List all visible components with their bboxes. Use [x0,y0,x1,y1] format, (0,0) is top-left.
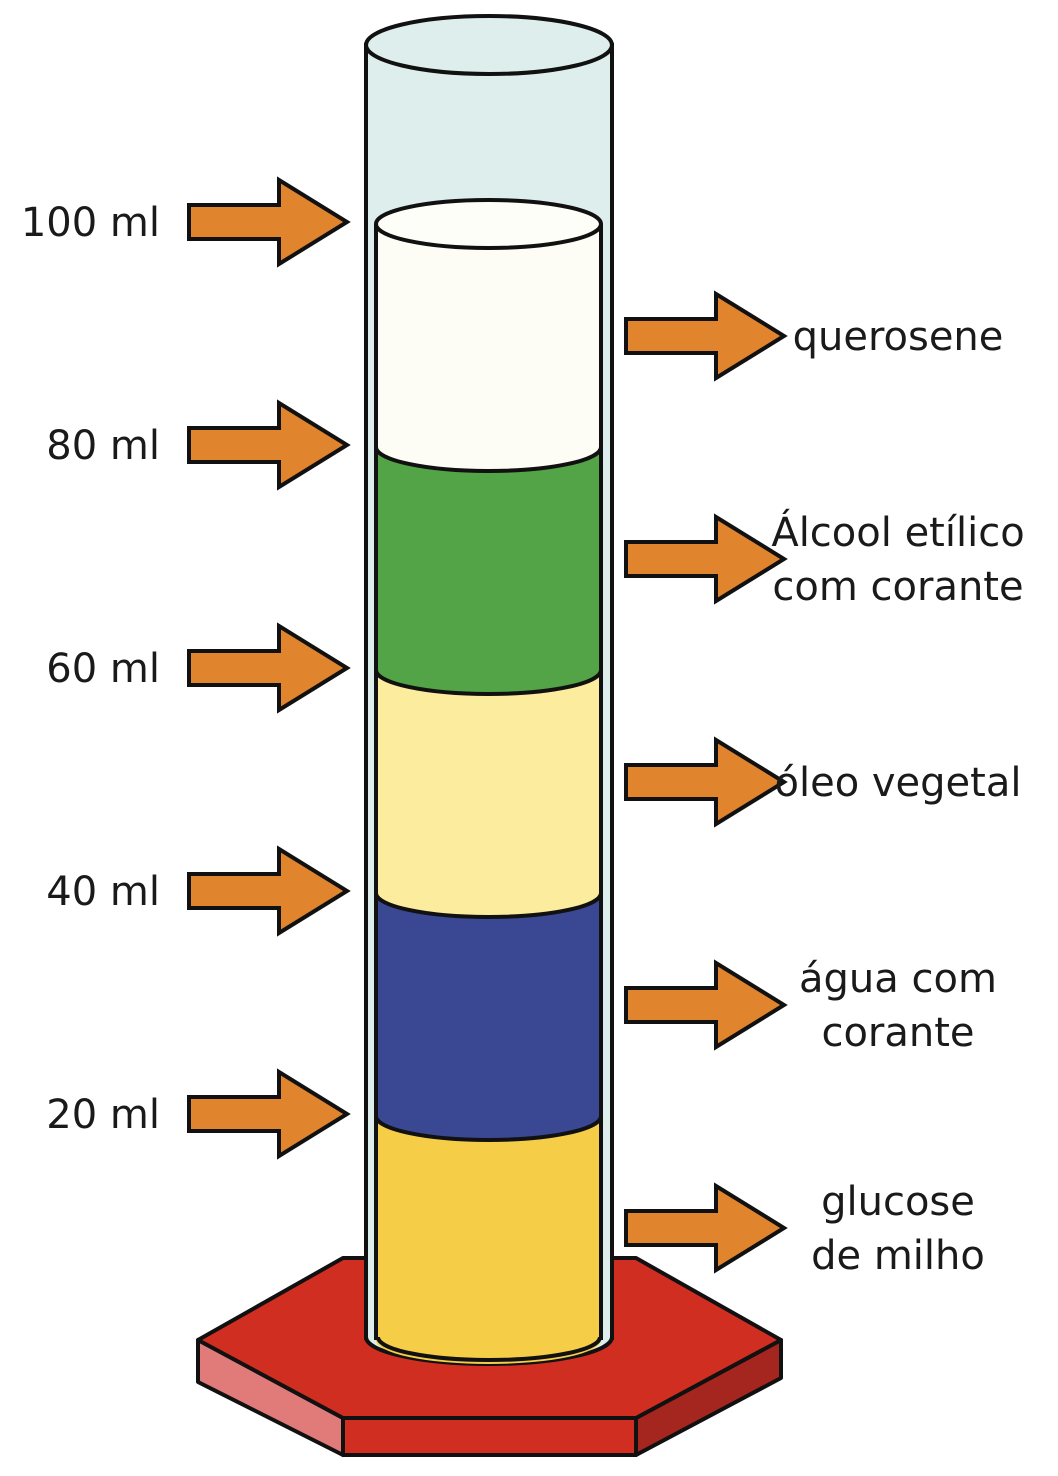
scale-marks: 100 ml 80 ml 60 ml 40 ml 20 ml [21,176,351,1160]
liquid-layer-1 [376,447,601,694]
scale-arrow-80 [187,399,351,491]
layer-label-3-line-1: corante [821,1010,974,1056]
layer-arrow-0 [624,290,788,382]
liquid-column [374,224,603,1364]
layer-label-4-line-0: glucose [821,1179,975,1225]
liquid-layer-4 [376,1116,601,1364]
glass-top-rim [364,14,614,76]
liquid-outline [374,198,603,1362]
base-side-front [341,1416,638,1457]
liquid-bottom-rim [376,1336,602,1362]
layer-boundary-3 [374,1115,603,1142]
layer-arrow-1 [624,513,788,605]
layer-boundary-0 [374,446,603,473]
scale-label-40: 40 ml [46,869,160,915]
liquid-layer-2 [376,670,601,918]
liquid-layer-0 [376,224,601,471]
layer-label-3-line-0: água com [799,956,997,1002]
layer-label-0-line-0: querosene [793,314,1004,360]
liquid-layer-3 [376,893,601,1140]
scale-label-100: 100 ml [21,200,160,246]
layer-arrow-4 [624,1182,788,1274]
scale-label-20: 20 ml [46,1092,160,1138]
layer-label-2-line-0: óleo vegetal [775,760,1022,806]
layer-arrow-2 [624,736,788,828]
layer-label-1-line-0: Álcool etílico [771,508,1024,556]
layer-arrow-3 [624,959,788,1051]
layer-label-4-line-1: de milho [811,1233,985,1279]
scale-arrow-60 [187,622,351,714]
scale-arrow-100 [187,176,351,268]
liquid-top-surface [374,198,603,250]
scale-arrow-20 [187,1068,351,1160]
layer-boundary-2 [374,892,603,919]
layer-label-1-line-1: com corante [772,564,1023,610]
layer-boundary-1 [374,669,603,696]
scale-label-80: 80 ml [46,423,160,469]
scale-label-60: 60 ml [46,646,160,692]
scale-arrow-40 [187,845,351,937]
